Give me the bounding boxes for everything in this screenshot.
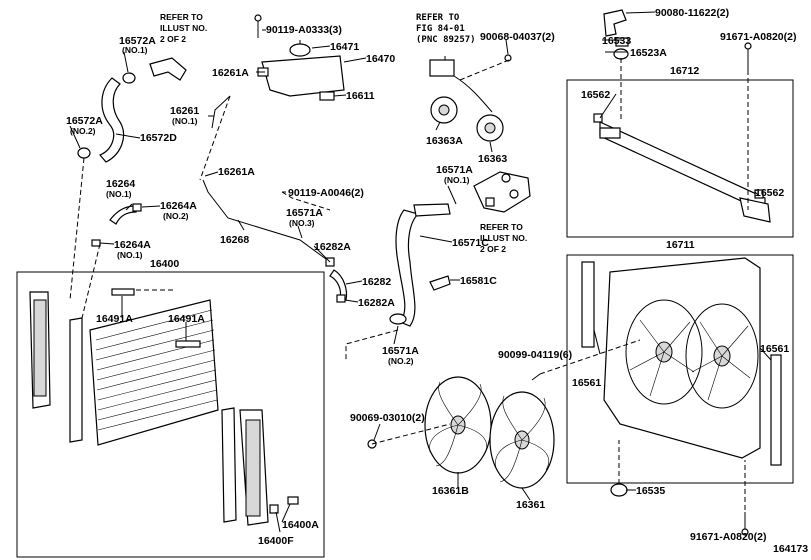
label-16533: 16533 — [602, 35, 631, 47]
label-16400A: 16400A — [282, 519, 319, 531]
label-16264A-1: 16264A — [114, 239, 151, 251]
label-16535: 16535 — [636, 485, 665, 497]
label-16561-1: 16561 — [572, 377, 601, 389]
label-16712: 16712 — [670, 65, 699, 77]
label-16363A: 16363A — [426, 135, 463, 147]
svg-text:ILLUST NO.: ILLUST NO. — [160, 23, 207, 33]
label-16562-2: 16562 — [755, 187, 784, 199]
label-91671-A0820-top: 91671-A0820(2) — [720, 31, 796, 43]
label-16571A-3: 16571A — [286, 207, 323, 219]
fan-blades — [367, 376, 555, 489]
label-16363: 16363 — [478, 153, 507, 165]
dashed-connections — [69, 40, 749, 510]
label-16572A-2: 16572A — [66, 115, 103, 127]
label-16400: 16400 — [150, 258, 179, 270]
label-16571A-2: 16571A — [382, 345, 419, 357]
label-16361B: 16361B — [432, 485, 469, 497]
label-16261: 16261 — [170, 105, 199, 117]
fan-shroud-bar-box — [566, 79, 794, 238]
label-16523A: 16523A — [630, 47, 667, 59]
lower-hose — [389, 203, 451, 327]
label-16471: 16471 — [330, 41, 359, 53]
sublabel-16572A-2: (NO.2) — [70, 126, 96, 136]
label-16711: 16711 — [666, 239, 695, 251]
label-16470: 16470 — [366, 53, 395, 65]
radiator-box — [16, 271, 325, 558]
label-16581C: 16581C — [460, 275, 497, 287]
label-16282A-2: 16282A — [358, 297, 395, 309]
note-refer-top: REFER TO ILLUST NO. 2 OF 2 — [160, 12, 207, 44]
label-16571C: 16571C — [452, 237, 489, 249]
label-16261A-2: 16261A — [218, 166, 255, 178]
sublabel-16264A-1: (NO.1) — [117, 250, 143, 260]
label-90069-03010: 90069-03010(2) — [350, 412, 425, 424]
label-16282A-1: 16282A — [314, 241, 351, 253]
label-91671-A0820-bot: 91671-A0820(2) — [690, 531, 766, 543]
label-16572A-1: 16572A — [119, 35, 156, 47]
svg-text:FIG 84-01: FIG 84-01 — [416, 24, 465, 34]
label-90119-A0333: 90119-A0333(3) — [266, 24, 342, 36]
label-16491A-2: 16491A — [168, 313, 205, 325]
fan-shroud — [581, 257, 782, 536]
label-16611: 16611 — [346, 90, 375, 102]
label-16491A-1: 16491A — [96, 313, 133, 325]
top-brackets — [603, 9, 752, 70]
fan-shroud-box — [566, 254, 794, 484]
sublabel-16571A-2: (NO.2) — [388, 356, 414, 366]
label-16268: 16268 — [220, 234, 249, 246]
label-90099-04119: 90099-04119(6) — [498, 349, 572, 361]
radiator-assembly — [29, 288, 299, 526]
illustration-id: 164173 — [773, 543, 808, 555]
sublabel-16261: (NO.1) — [172, 116, 198, 126]
label-16400F: 16400F — [258, 535, 294, 547]
label-16561-2: 16561 — [760, 343, 789, 355]
sublabel-16571A-1: (NO.1) — [444, 175, 470, 185]
label-16572D: 16572D — [140, 132, 177, 144]
sublabel-16264A-2: (NO.2) — [163, 211, 189, 221]
label-16261A-1: 16261A — [212, 67, 249, 79]
note-refer-fig: REFER TO FIG 84-01 (PNC 89257) — [416, 13, 476, 45]
label-90119-A0046: 90119-A0046(2) — [288, 187, 364, 199]
label-16282: 16282 — [362, 276, 391, 288]
label-16264A-2: 16264A — [160, 200, 197, 212]
label-16361: 16361 — [516, 499, 545, 511]
leader-lines — [69, 11, 772, 533]
svg-text:2 OF 2: 2 OF 2 — [480, 244, 506, 254]
svg-text:(PNC 89257): (PNC 89257) — [416, 35, 476, 45]
fan-motors — [429, 54, 512, 142]
sublabel-16572A-1: (NO.1) — [122, 45, 148, 55]
water-outlet — [473, 171, 531, 213]
label-90080-11622: 90080-11622(2) — [655, 7, 729, 19]
svg-text:REFER TO: REFER TO — [480, 222, 523, 232]
svg-text:2 OF 2: 2 OF 2 — [160, 34, 186, 44]
sublabel-16264: (NO.1) — [106, 189, 132, 199]
svg-text:REFER TO: REFER TO — [160, 12, 203, 22]
label-16562-1: 16562 — [581, 89, 610, 101]
label-16264: 16264 — [106, 178, 135, 190]
label-16571A-1: 16571A — [436, 164, 473, 176]
svg-text:REFER TO: REFER TO — [416, 13, 460, 23]
shroud-bar — [593, 113, 771, 223]
label-90068-04037: 90068-04037(2) — [480, 31, 555, 43]
note-refer-mid: REFER TO ILLUST NO. 2 OF 2 — [480, 222, 527, 254]
sublabel-16571A-3: (NO.3) — [289, 218, 315, 228]
svg-text:ILLUST NO.: ILLUST NO. — [480, 233, 527, 243]
